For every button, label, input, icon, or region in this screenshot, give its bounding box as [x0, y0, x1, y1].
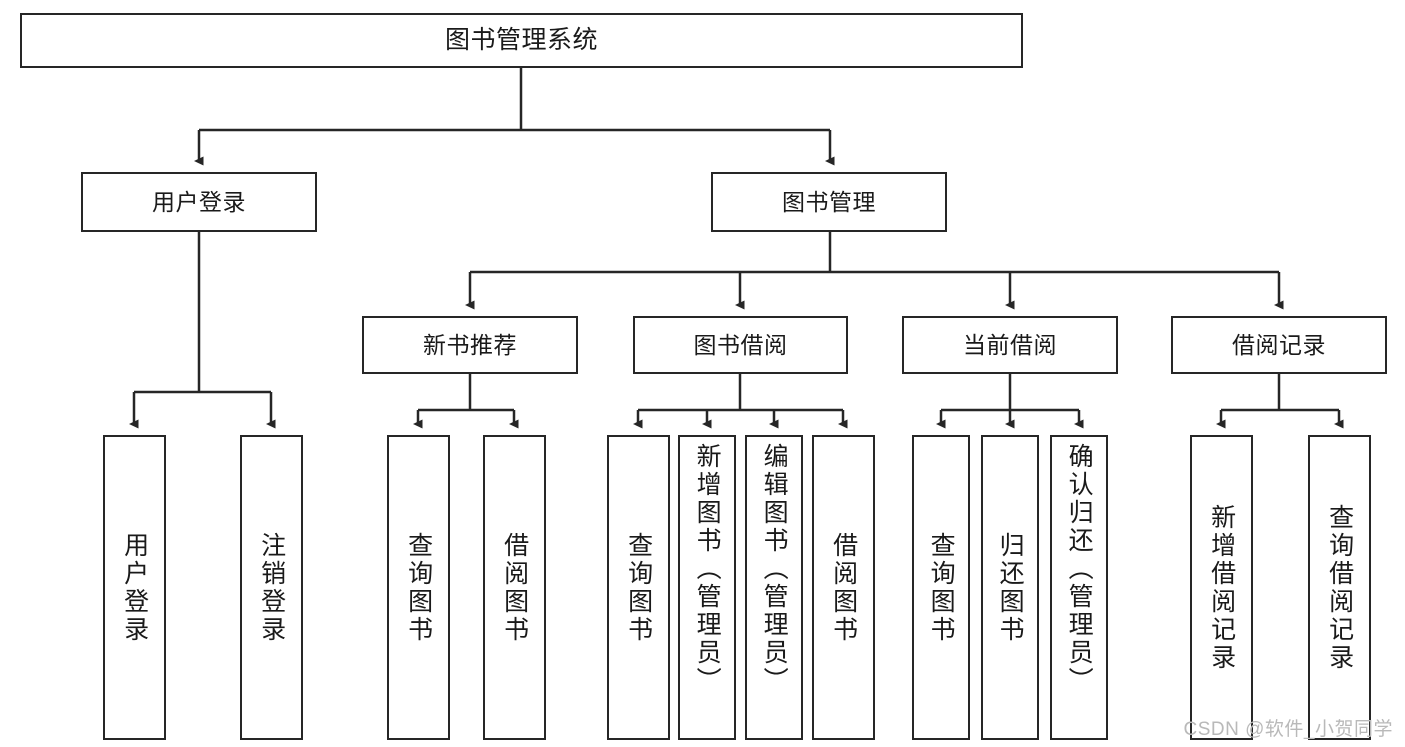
node-book-manage[interactable]: 图书管理 — [711, 172, 947, 232]
node-label: 借阅记录 — [1232, 331, 1326, 358]
node-label: 用户登录 — [120, 531, 149, 644]
node-leaf-query-book-2[interactable]: 查询图书 — [607, 435, 670, 740]
node-label: 新增图书（管理员） — [693, 443, 722, 695]
node-label: 编辑图书（管理员） — [760, 443, 789, 695]
node-label: 新增借阅记录 — [1207, 503, 1236, 672]
node-label: 归还图书 — [996, 531, 1025, 644]
node-label: 借阅图书 — [500, 531, 529, 644]
node-label: 图书管理系统 — [444, 26, 598, 55]
node-leaf-borrow-book-2[interactable]: 借阅图书 — [812, 435, 875, 740]
node-label: 查询图书 — [927, 531, 956, 644]
node-label: 确认归还（管理员） — [1065, 443, 1094, 695]
node-label: 查询借阅记录 — [1325, 503, 1354, 672]
node-leaf-return-book[interactable]: 归还图书 — [981, 435, 1039, 740]
node-leaf-user-login[interactable]: 用户登录 — [103, 435, 166, 740]
node-label: 查询图书 — [404, 531, 433, 644]
node-leaf-add-book[interactable]: 新增图书（管理员） — [678, 435, 736, 740]
node-leaf-confirm-return[interactable]: 确认归还（管理员） — [1050, 435, 1108, 740]
node-user-login[interactable]: 用户登录 — [81, 172, 317, 232]
node-leaf-borrow-book-1[interactable]: 借阅图书 — [483, 435, 546, 740]
node-root-system[interactable]: 图书管理系统 — [20, 13, 1023, 68]
watermark-credit: CSDN @软件_小贺同学 — [1183, 719, 1393, 740]
node-current-borrow[interactable]: 当前借阅 — [902, 316, 1118, 374]
node-borrow-record[interactable]: 借阅记录 — [1171, 316, 1387, 374]
node-leaf-query-book-3[interactable]: 查询图书 — [912, 435, 970, 740]
node-label: 当前借阅 — [963, 331, 1057, 358]
node-leaf-edit-book[interactable]: 编辑图书（管理员） — [745, 435, 803, 740]
node-label: 图书管理 — [782, 188, 876, 215]
node-book-borrow[interactable]: 图书借阅 — [633, 316, 848, 374]
node-new-book-rec[interactable]: 新书推荐 — [362, 316, 578, 374]
node-leaf-add-record[interactable]: 新增借阅记录 — [1190, 435, 1253, 740]
node-label: 查询图书 — [624, 531, 653, 644]
node-label: 借阅图书 — [829, 531, 858, 644]
node-label: 用户登录 — [152, 188, 246, 215]
node-leaf-query-book-1[interactable]: 查询图书 — [387, 435, 450, 740]
node-label: 新书推荐 — [423, 331, 517, 358]
node-label: 注销登录 — [257, 531, 286, 644]
node-leaf-logout[interactable]: 注销登录 — [240, 435, 303, 740]
node-leaf-query-record[interactable]: 查询借阅记录 — [1308, 435, 1371, 740]
node-label: 图书借阅 — [693, 331, 788, 358]
